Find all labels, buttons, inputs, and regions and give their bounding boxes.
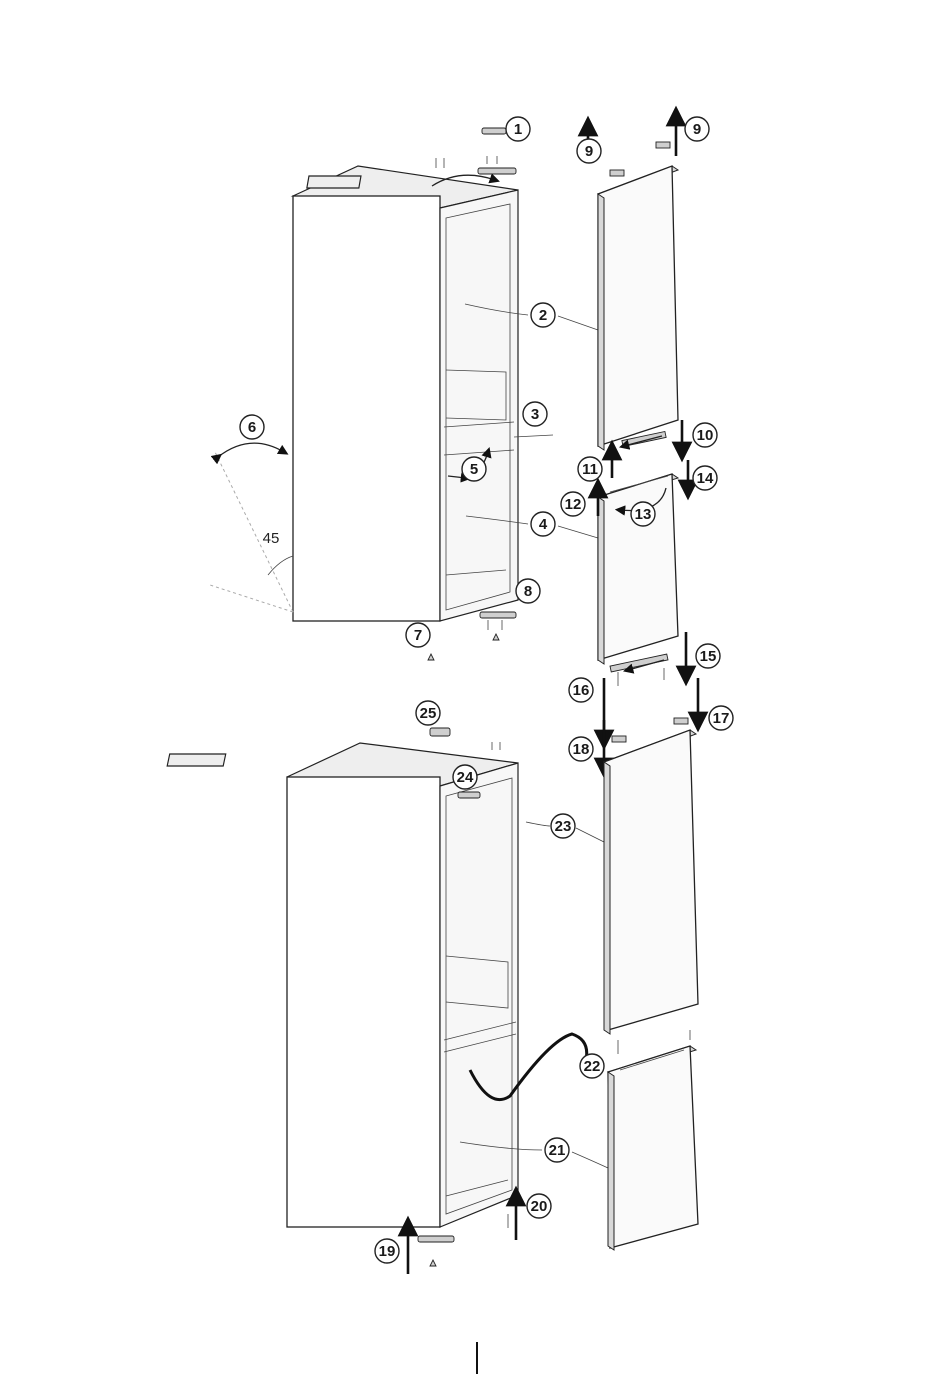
svg-text:16: 16 <box>573 682 590 699</box>
callout-4: 4 <box>531 512 555 536</box>
callout-25: 25 <box>416 701 440 725</box>
callout-18: 18 <box>569 737 593 761</box>
svg-text:25: 25 <box>420 705 437 722</box>
svg-text:21: 21 <box>549 1142 566 1159</box>
callout-21: 21 <box>545 1138 569 1162</box>
callout-15: 15 <box>696 644 720 668</box>
svg-text:3: 3 <box>531 406 539 423</box>
callout-16: 16 <box>569 678 593 702</box>
svg-text:5: 5 <box>470 461 478 478</box>
svg-text:11: 11 <box>582 461 598 478</box>
svg-text:2: 2 <box>539 307 547 324</box>
svg-text:15: 15 <box>700 648 717 665</box>
callout-14: 14 <box>693 466 717 490</box>
callout-22: 22 <box>580 1054 604 1078</box>
svg-text:8: 8 <box>524 583 532 600</box>
svg-text:24: 24 <box>457 769 474 786</box>
svg-text:12: 12 <box>565 496 582 513</box>
svg-text:22: 22 <box>584 1058 601 1075</box>
top-fridge-cabinet <box>210 166 518 621</box>
svg-text:9: 9 <box>585 143 593 160</box>
callout-9-right: 9 <box>685 117 709 141</box>
callout-17: 17 <box>709 706 733 730</box>
svg-text:9: 9 <box>693 121 701 138</box>
svg-text:6: 6 <box>248 419 256 436</box>
angle-label: 45 <box>263 530 280 547</box>
svg-text:1: 1 <box>514 121 522 138</box>
callout-9-left: 9 <box>577 139 601 163</box>
callout-8: 8 <box>516 579 540 603</box>
callout-23: 23 <box>551 814 575 838</box>
callout-12: 12 <box>561 492 585 516</box>
svg-text:14: 14 <box>697 470 714 487</box>
svg-text:4: 4 <box>539 516 548 533</box>
svg-text:17: 17 <box>713 710 730 727</box>
callout-5: 5 <box>462 457 486 481</box>
callout-11: 11 <box>578 457 602 481</box>
upper-door-bottom <box>604 718 698 1054</box>
svg-text:19: 19 <box>379 1243 396 1260</box>
svg-text:10: 10 <box>697 427 714 444</box>
svg-text:13: 13 <box>635 506 652 523</box>
svg-text:23: 23 <box>555 818 572 835</box>
callout-1: 1 <box>506 117 530 141</box>
upper-door-top <box>598 142 678 450</box>
callout-3: 3 <box>523 402 547 426</box>
callout-19: 19 <box>375 1239 399 1263</box>
callout-13: 13 <box>631 502 655 526</box>
svg-text:20: 20 <box>531 1198 548 1215</box>
callout-24: 24 <box>453 765 477 789</box>
lower-door-bottom <box>608 1046 698 1250</box>
bottom-fridge-cabinet <box>167 728 518 1266</box>
callout-10: 10 <box>693 423 717 447</box>
svg-text:7: 7 <box>414 627 422 644</box>
callout-20: 20 <box>527 1194 551 1218</box>
callout-6: 6 <box>240 415 264 439</box>
callout-2: 2 <box>531 303 555 327</box>
svg-text:18: 18 <box>573 741 590 758</box>
callout-7: 7 <box>406 623 430 647</box>
